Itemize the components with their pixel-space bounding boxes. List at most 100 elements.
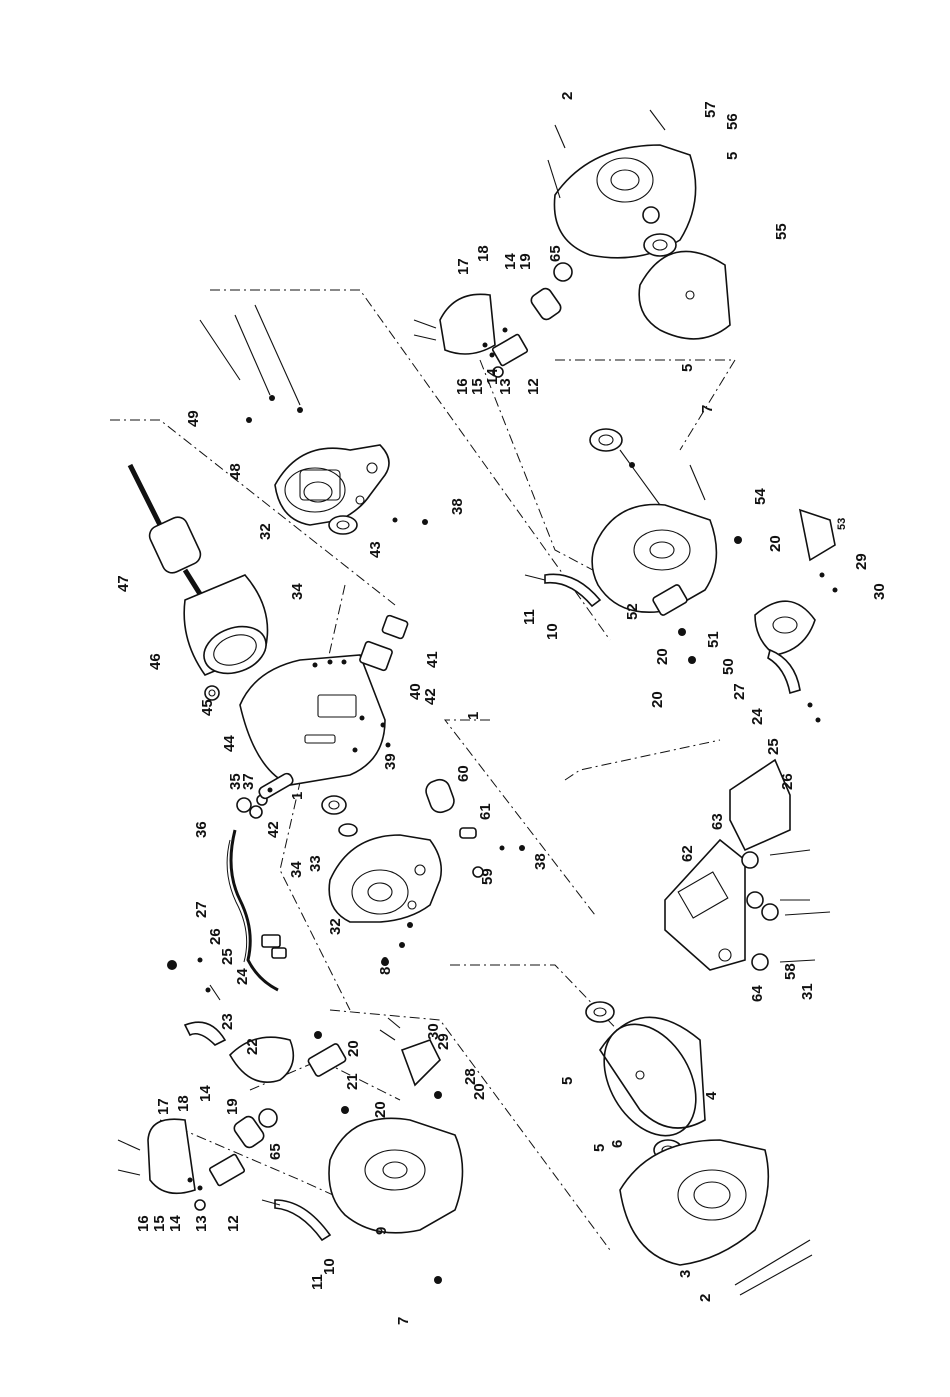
label-36: 36 xyxy=(193,821,210,838)
motor-housing-rear xyxy=(275,445,389,525)
label-38b: 38 xyxy=(532,853,549,870)
power-cord xyxy=(227,830,286,990)
label-65a: 65 xyxy=(547,245,564,262)
wheel-guard-outer-left xyxy=(620,1140,812,1295)
label-56v: 56 xyxy=(724,113,741,130)
motor-housing-front xyxy=(329,835,441,922)
label-32b: 32 xyxy=(327,918,344,935)
label-7a: 7 xyxy=(699,405,716,413)
capacitor-60 xyxy=(423,777,456,815)
label-52: 52 xyxy=(624,603,641,620)
eye-shield-bracket-left xyxy=(118,1119,245,1210)
bracket-21 xyxy=(307,1043,346,1077)
eye-shield-bracket-right xyxy=(414,294,528,377)
label-9: 9 xyxy=(373,1227,390,1235)
switch-cover xyxy=(240,655,385,785)
label-65b: 65 xyxy=(267,1143,284,1160)
bearing-34 xyxy=(322,796,346,814)
nut-45 xyxy=(205,686,219,700)
wheel-guard-right xyxy=(592,450,716,612)
label-64: 64 xyxy=(749,985,766,1002)
nut-56 xyxy=(643,207,659,223)
washer-33 xyxy=(339,824,357,836)
label-22: 22 xyxy=(244,1038,261,1055)
label-29a: 29 xyxy=(853,553,870,570)
wheel-guard-left xyxy=(329,1118,463,1233)
label-46: 46 xyxy=(147,653,164,670)
label-42a: 42 xyxy=(422,688,439,705)
label-16b: 16 xyxy=(135,1215,152,1232)
label-12b: 12 xyxy=(225,1215,242,1232)
label-59: 59 xyxy=(479,868,496,885)
knob-65-right xyxy=(529,263,572,322)
label-20d: 20 xyxy=(345,1040,362,1057)
label-44: 44 xyxy=(221,735,238,752)
label-16a: 16 xyxy=(454,378,471,395)
label-48: 48 xyxy=(227,463,244,480)
label-33: 33 xyxy=(307,855,324,872)
label-45: 45 xyxy=(199,699,216,716)
label-19a: 19 xyxy=(517,253,534,270)
label-26a: 26 xyxy=(779,773,796,790)
label-14b: 14 xyxy=(484,368,501,385)
label-17b: 17 xyxy=(155,1098,172,1115)
label-11b: 11 xyxy=(309,1274,326,1290)
label-62: 62 xyxy=(679,845,696,862)
bearing-top xyxy=(329,516,357,534)
label-20c: 20 xyxy=(649,691,666,708)
label-21: 21 xyxy=(344,1073,361,1090)
label-15a: 15 xyxy=(469,378,486,395)
label-34a: 34 xyxy=(289,583,306,600)
through-bolts xyxy=(200,305,303,423)
label-10b: 10 xyxy=(321,1258,338,1275)
label-20e: 20 xyxy=(372,1101,389,1118)
label-38a: 38 xyxy=(449,498,466,515)
label-14c: 14 xyxy=(197,1085,214,1102)
label-57: 57 xyxy=(702,101,719,118)
label-17a: 17 xyxy=(455,258,472,275)
label-51: 51 xyxy=(705,631,722,648)
label-27a: 27 xyxy=(731,683,748,700)
label-25a: 25 xyxy=(765,738,782,755)
armature-shaft xyxy=(130,465,210,610)
tool-rest-right xyxy=(755,601,815,693)
spark-guard-11 xyxy=(262,1200,330,1240)
label-2b: 2 xyxy=(697,1294,714,1302)
label-60: 60 xyxy=(455,765,472,782)
label-61: 61 xyxy=(477,803,494,820)
label-12a: 12 xyxy=(525,378,542,395)
label-37v: 37 xyxy=(240,773,257,790)
label-27b: 27 xyxy=(193,901,210,918)
base-62 xyxy=(665,840,745,970)
label-20a: 20 xyxy=(767,535,784,552)
label-6: 6 xyxy=(609,1140,626,1148)
clip-61 xyxy=(460,828,476,838)
wheel-guard-outer-right xyxy=(548,110,696,258)
label-1: 1 xyxy=(289,792,306,800)
label-50: 50 xyxy=(720,658,737,675)
label-28: 28 xyxy=(462,1068,479,1085)
label-32a: 32 xyxy=(257,523,274,540)
label-20b: 20 xyxy=(654,648,671,665)
label-53: 53 xyxy=(836,518,848,530)
label-34b: 34 xyxy=(288,861,305,878)
label-11a: 11 xyxy=(521,609,538,625)
label-3: 3 xyxy=(677,1270,694,1278)
part-labels: 1 1 2 2 3 4 5 5 5 5 6 7 7 8 9 10 10 11 1… xyxy=(115,92,888,1325)
label-5c: 5 xyxy=(559,1077,576,1085)
label-42b: 42 xyxy=(265,821,282,838)
label-8: 8 xyxy=(377,967,394,975)
label-24b: 24 xyxy=(234,968,251,985)
label-10a: 10 xyxy=(544,623,561,640)
label-2: 2 xyxy=(559,92,576,100)
label-1b: 1 xyxy=(465,712,482,720)
label-41: 41 xyxy=(424,651,441,668)
label-54: 54 xyxy=(752,488,769,505)
feet-64 xyxy=(742,850,830,970)
bracket-53 xyxy=(800,510,835,560)
label-55: 55 xyxy=(773,223,790,240)
switch xyxy=(359,615,408,671)
label-15b: 15 xyxy=(151,1215,168,1232)
label-18b: 18 xyxy=(175,1095,192,1112)
